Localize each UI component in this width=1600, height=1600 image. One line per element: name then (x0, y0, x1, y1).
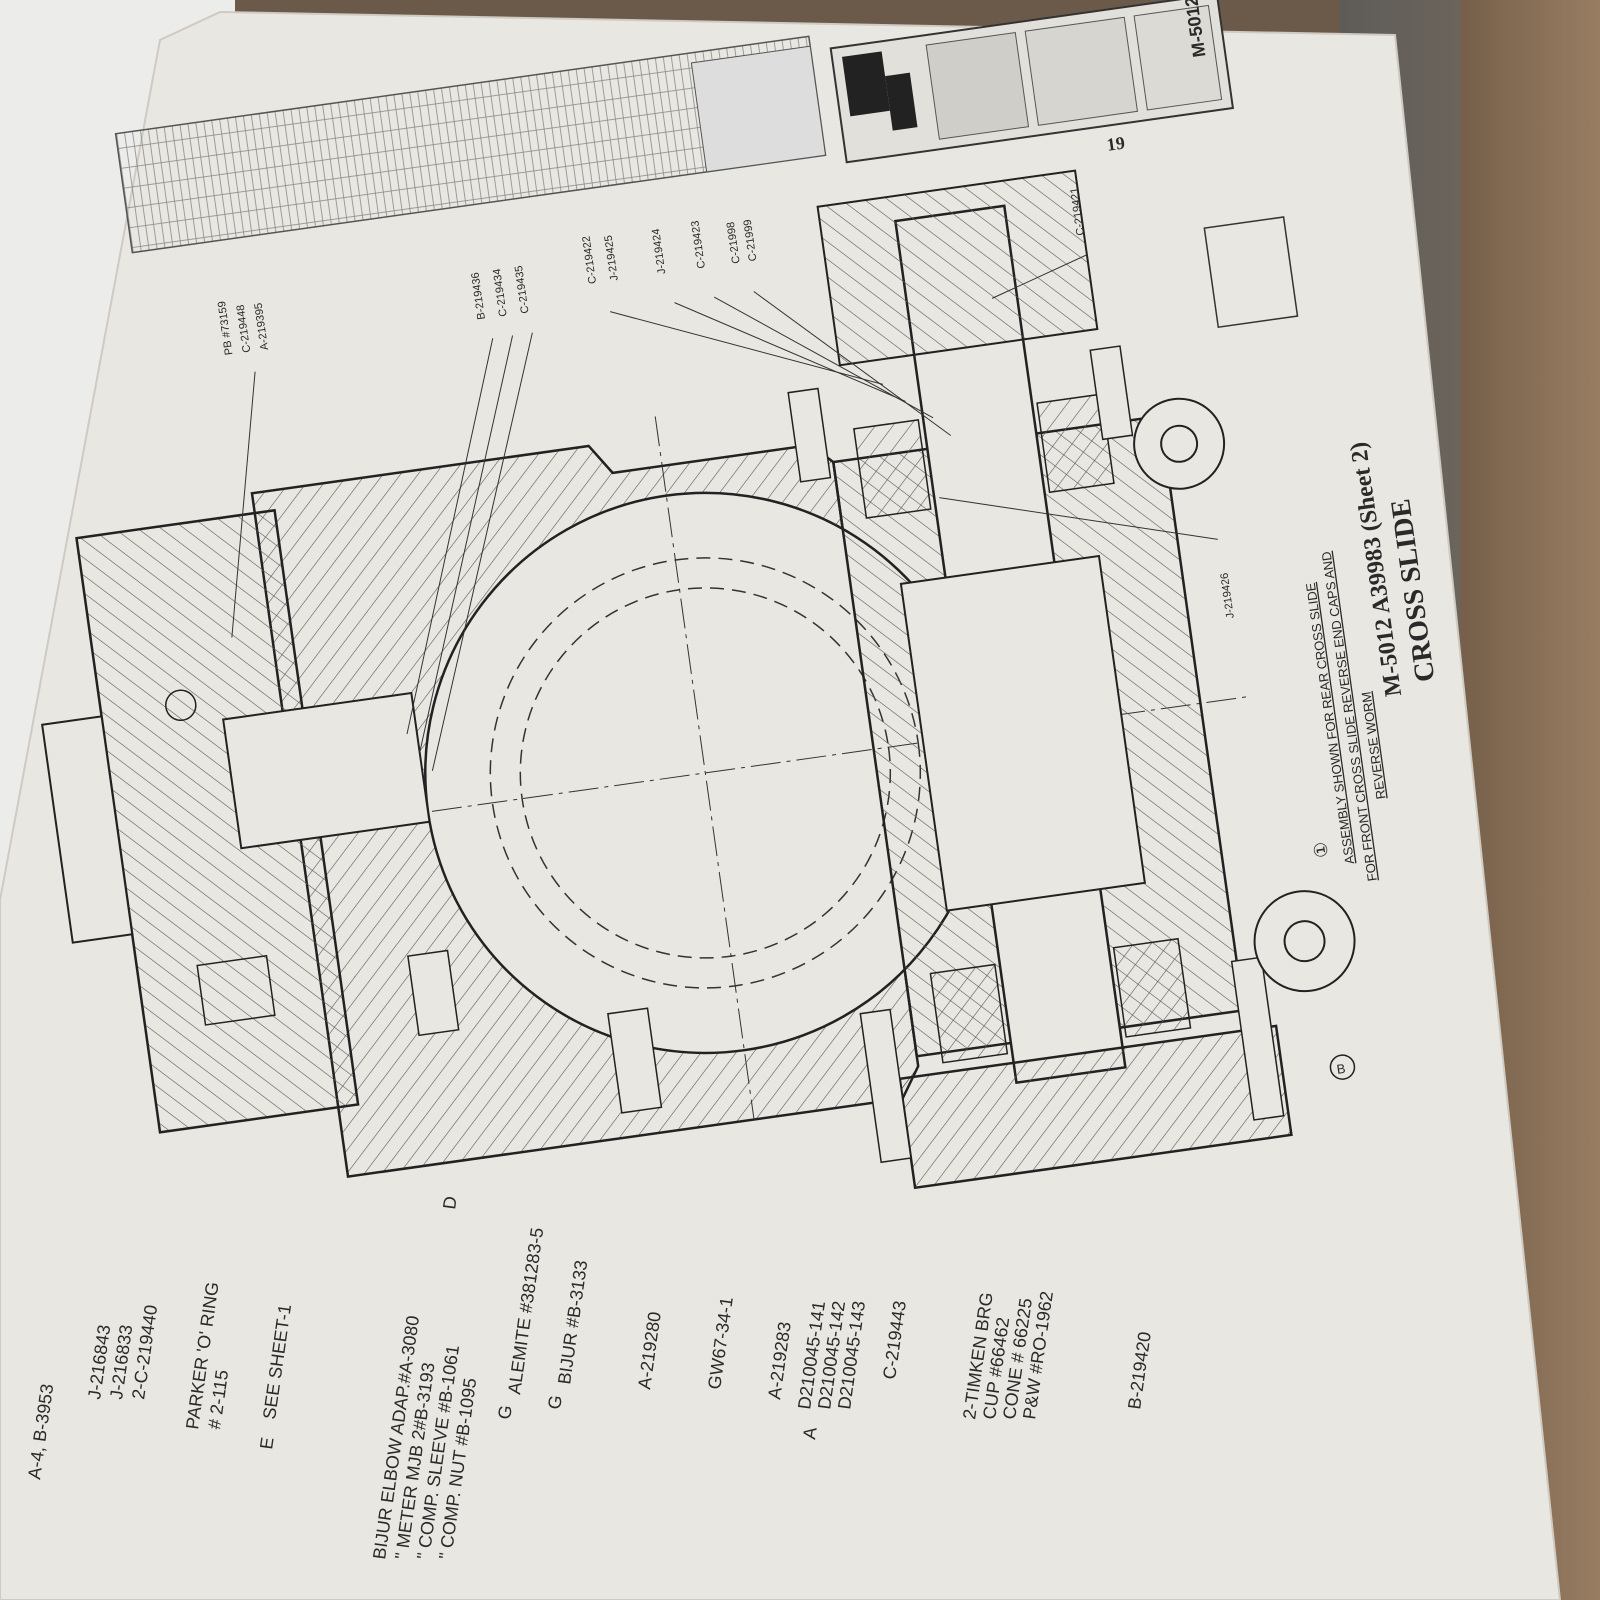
mounting-hole-upper (1160, 424, 1199, 463)
worm-shaft-assembly (787, 169, 1356, 1190)
callout-c4-marker: D (439, 1195, 461, 1211)
page-number: 19 (1105, 133, 1126, 155)
alemite-fitting (607, 1007, 663, 1114)
cap-screw-upper-left (787, 387, 832, 483)
title-block: M-5012 (829, 0, 1235, 164)
cap-screw-upper-right (1089, 345, 1134, 441)
plunger-body (222, 691, 431, 850)
slide-rail (41, 715, 134, 944)
bearing-lower-right (1112, 937, 1192, 1038)
callout-c6-marker: G (544, 1394, 566, 1411)
cap-screw-lower-left (859, 1008, 912, 1164)
plunger-mechanism (41, 508, 663, 1134)
callout-t5-0: C-21998 (725, 221, 743, 264)
callout-t5-1: C-21999 (742, 219, 760, 262)
leader-lines (231, 254, 1218, 771)
section-mark-b-label: B (1336, 1061, 1347, 1077)
bearing-upper-left (853, 418, 932, 519)
sheet-stamp (1203, 216, 1299, 329)
callout-c10-marker: A (799, 1426, 820, 1441)
revision-block (690, 45, 827, 173)
callout-c5-marker: G (494, 1404, 516, 1421)
spring (196, 954, 276, 1026)
bijur-meter (407, 949, 460, 1037)
pivot-pin (165, 689, 197, 722)
center-line-vertical (654, 416, 755, 1120)
bearing-lower-left (929, 963, 1009, 1064)
mounting-ear-lower (1253, 890, 1356, 993)
mounting-hole-lower (1283, 920, 1326, 963)
mounting-ear-upper (1133, 397, 1226, 490)
note-marker: ① (1310, 841, 1332, 860)
callout-c3-marker: E (256, 1436, 277, 1451)
end-cap-top (816, 169, 1099, 367)
worm-gear (899, 554, 1147, 912)
cap-screw-lower-right (1230, 956, 1285, 1121)
section-mark-b: B (1329, 1054, 1356, 1080)
